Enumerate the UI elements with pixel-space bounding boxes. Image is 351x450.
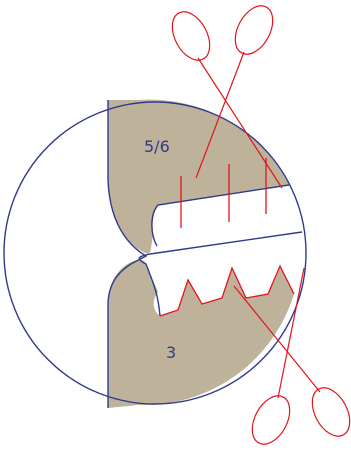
label-upper-teeth: 5/6	[144, 137, 170, 156]
lower-tissue-region	[108, 260, 294, 408]
label-lower-teeth: 3	[166, 343, 176, 362]
